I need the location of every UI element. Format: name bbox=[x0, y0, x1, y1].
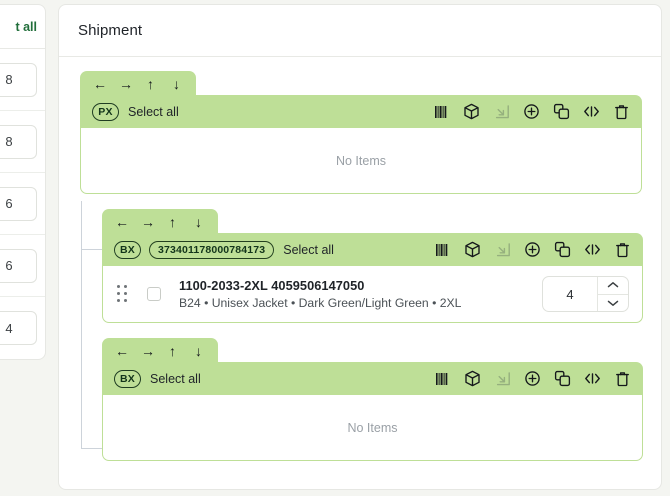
left-quantity-panel: t all 8 8 6 6 4 bbox=[0, 4, 46, 360]
barcode-icon[interactable] bbox=[434, 370, 451, 387]
group-content: No Items bbox=[80, 128, 642, 194]
code-brackets-icon[interactable] bbox=[584, 370, 601, 387]
group-bx-empty: ← → ↑ ↓ BX Select all bbox=[102, 338, 643, 461]
stepper-increment-icon[interactable] bbox=[598, 277, 628, 294]
plus-circle-icon[interactable] bbox=[524, 241, 541, 258]
left-panel-row: 6 bbox=[0, 235, 45, 297]
list-item[interactable]: 1100-2033-2XL 4059506147050 B24 • Unisex… bbox=[103, 266, 642, 322]
group-toolbar bbox=[434, 370, 631, 387]
item-subtitle: B24 • Unisex Jacket • Dark Green/Light G… bbox=[179, 296, 462, 310]
trash-icon[interactable] bbox=[614, 370, 631, 387]
left-panel-row: 8 bbox=[0, 111, 45, 173]
group-move-toolbar: ← → ↑ ↓ bbox=[102, 209, 218, 234]
arrow-into-corner-icon bbox=[494, 241, 511, 258]
arrow-right-icon[interactable]: → bbox=[119, 75, 133, 92]
trash-icon[interactable] bbox=[613, 103, 630, 120]
group-select-all-label[interactable]: Select all bbox=[150, 371, 201, 386]
arrow-up-icon[interactable]: ↑ bbox=[169, 342, 176, 359]
item-checkbox[interactable] bbox=[147, 287, 161, 301]
shipment-groups-container: ← → ↑ ↓ PX Select all bbox=[59, 57, 661, 461]
item-title: 1100-2033-2XL 4059506147050 bbox=[179, 278, 365, 293]
item-text-block: 1100-2033-2XL 4059506147050 B24 • Unisex… bbox=[179, 278, 461, 310]
plus-circle-icon[interactable] bbox=[524, 370, 541, 387]
tree-branch-line bbox=[81, 448, 102, 449]
shipment-card-header: Shipment bbox=[59, 5, 661, 57]
quantity-box[interactable]: 8 bbox=[0, 124, 37, 159]
drag-handle-icon[interactable] bbox=[117, 285, 131, 303]
arrow-right-icon[interactable]: → bbox=[141, 342, 155, 359]
left-panel-row: 4 bbox=[0, 297, 45, 359]
arrow-down-icon[interactable]: ↓ bbox=[195, 213, 202, 230]
group-header: BX 373401178000784173 Select all bbox=[102, 233, 643, 266]
left-panel-row: 8 bbox=[0, 49, 45, 111]
code-brackets-icon[interactable] bbox=[583, 103, 600, 120]
group-select-all-label[interactable]: Select all bbox=[128, 104, 179, 119]
shipment-card: Shipment ← → ↑ ↓ PX Select all bbox=[58, 4, 662, 490]
quantity-value[interactable]: 4 bbox=[566, 286, 574, 302]
quantity-stepper-buttons bbox=[597, 277, 628, 311]
package-box-icon[interactable] bbox=[464, 241, 481, 258]
arrow-down-icon[interactable]: ↓ bbox=[173, 75, 180, 92]
tree-branch-line bbox=[81, 249, 102, 250]
quantity-box[interactable]: 6 bbox=[0, 186, 37, 221]
group-type-badge: BX bbox=[114, 369, 141, 388]
stepper-decrement-icon[interactable] bbox=[598, 293, 628, 312]
group-barcode-value[interactable]: 373401178000784173 bbox=[149, 240, 275, 259]
group-content: No Items bbox=[102, 395, 643, 461]
group-header: BX Select all bbox=[102, 362, 643, 395]
trash-icon[interactable] bbox=[614, 241, 631, 258]
barcode-icon[interactable] bbox=[433, 103, 450, 120]
empty-state-label: No Items bbox=[347, 420, 398, 435]
arrow-right-icon[interactable]: → bbox=[141, 213, 155, 230]
arrow-down-icon[interactable]: ↓ bbox=[195, 342, 202, 359]
group-content: 1100-2033-2XL 4059506147050 B24 • Unisex… bbox=[102, 266, 643, 323]
arrow-up-icon[interactable]: ↑ bbox=[147, 75, 154, 92]
package-box-icon[interactable] bbox=[463, 103, 480, 120]
group-move-toolbar: ← → ↑ ↓ bbox=[102, 338, 218, 363]
arrow-left-icon[interactable]: ← bbox=[93, 75, 107, 92]
quantity-stepper[interactable]: 4 bbox=[542, 276, 629, 312]
quantity-box[interactable]: 6 bbox=[0, 248, 37, 283]
arrow-into-corner-icon bbox=[494, 370, 511, 387]
group-toolbar bbox=[434, 241, 631, 258]
arrow-left-icon[interactable]: ← bbox=[115, 213, 129, 230]
quantity-box[interactable]: 8 bbox=[0, 62, 37, 97]
page-title: Shipment bbox=[78, 22, 143, 39]
group-select-all-label[interactable]: Select all bbox=[283, 242, 334, 257]
arrow-into-corner-icon bbox=[493, 103, 510, 120]
plus-circle-icon[interactable] bbox=[523, 103, 540, 120]
arrow-up-icon[interactable]: ↑ bbox=[169, 213, 176, 230]
barcode-icon[interactable] bbox=[434, 241, 451, 258]
duplicate-icon[interactable] bbox=[554, 241, 571, 258]
group-move-toolbar: ← → ↑ ↓ bbox=[80, 71, 196, 96]
left-panel-header: t all bbox=[0, 5, 45, 49]
group-toolbar bbox=[433, 103, 630, 120]
arrow-left-icon[interactable]: ← bbox=[115, 342, 129, 359]
quantity-box[interactable]: 4 bbox=[0, 311, 37, 345]
code-brackets-icon[interactable] bbox=[584, 241, 601, 258]
left-panel-select-all-label: t all bbox=[15, 19, 37, 34]
group-type-badge: BX bbox=[114, 240, 141, 259]
duplicate-icon[interactable] bbox=[554, 370, 571, 387]
package-box-icon[interactable] bbox=[464, 370, 481, 387]
group-type-badge: PX bbox=[92, 102, 119, 121]
group-px: ← → ↑ ↓ PX Select all bbox=[80, 71, 642, 194]
group-header: PX Select all bbox=[80, 95, 642, 128]
tree-vertical-line bbox=[81, 201, 82, 449]
duplicate-icon[interactable] bbox=[553, 103, 570, 120]
left-panel-row: 6 bbox=[0, 173, 45, 235]
empty-state-label: No Items bbox=[335, 153, 386, 168]
group-bx-with-items: ← → ↑ ↓ BX 373401178000784173 Select all bbox=[102, 209, 643, 323]
